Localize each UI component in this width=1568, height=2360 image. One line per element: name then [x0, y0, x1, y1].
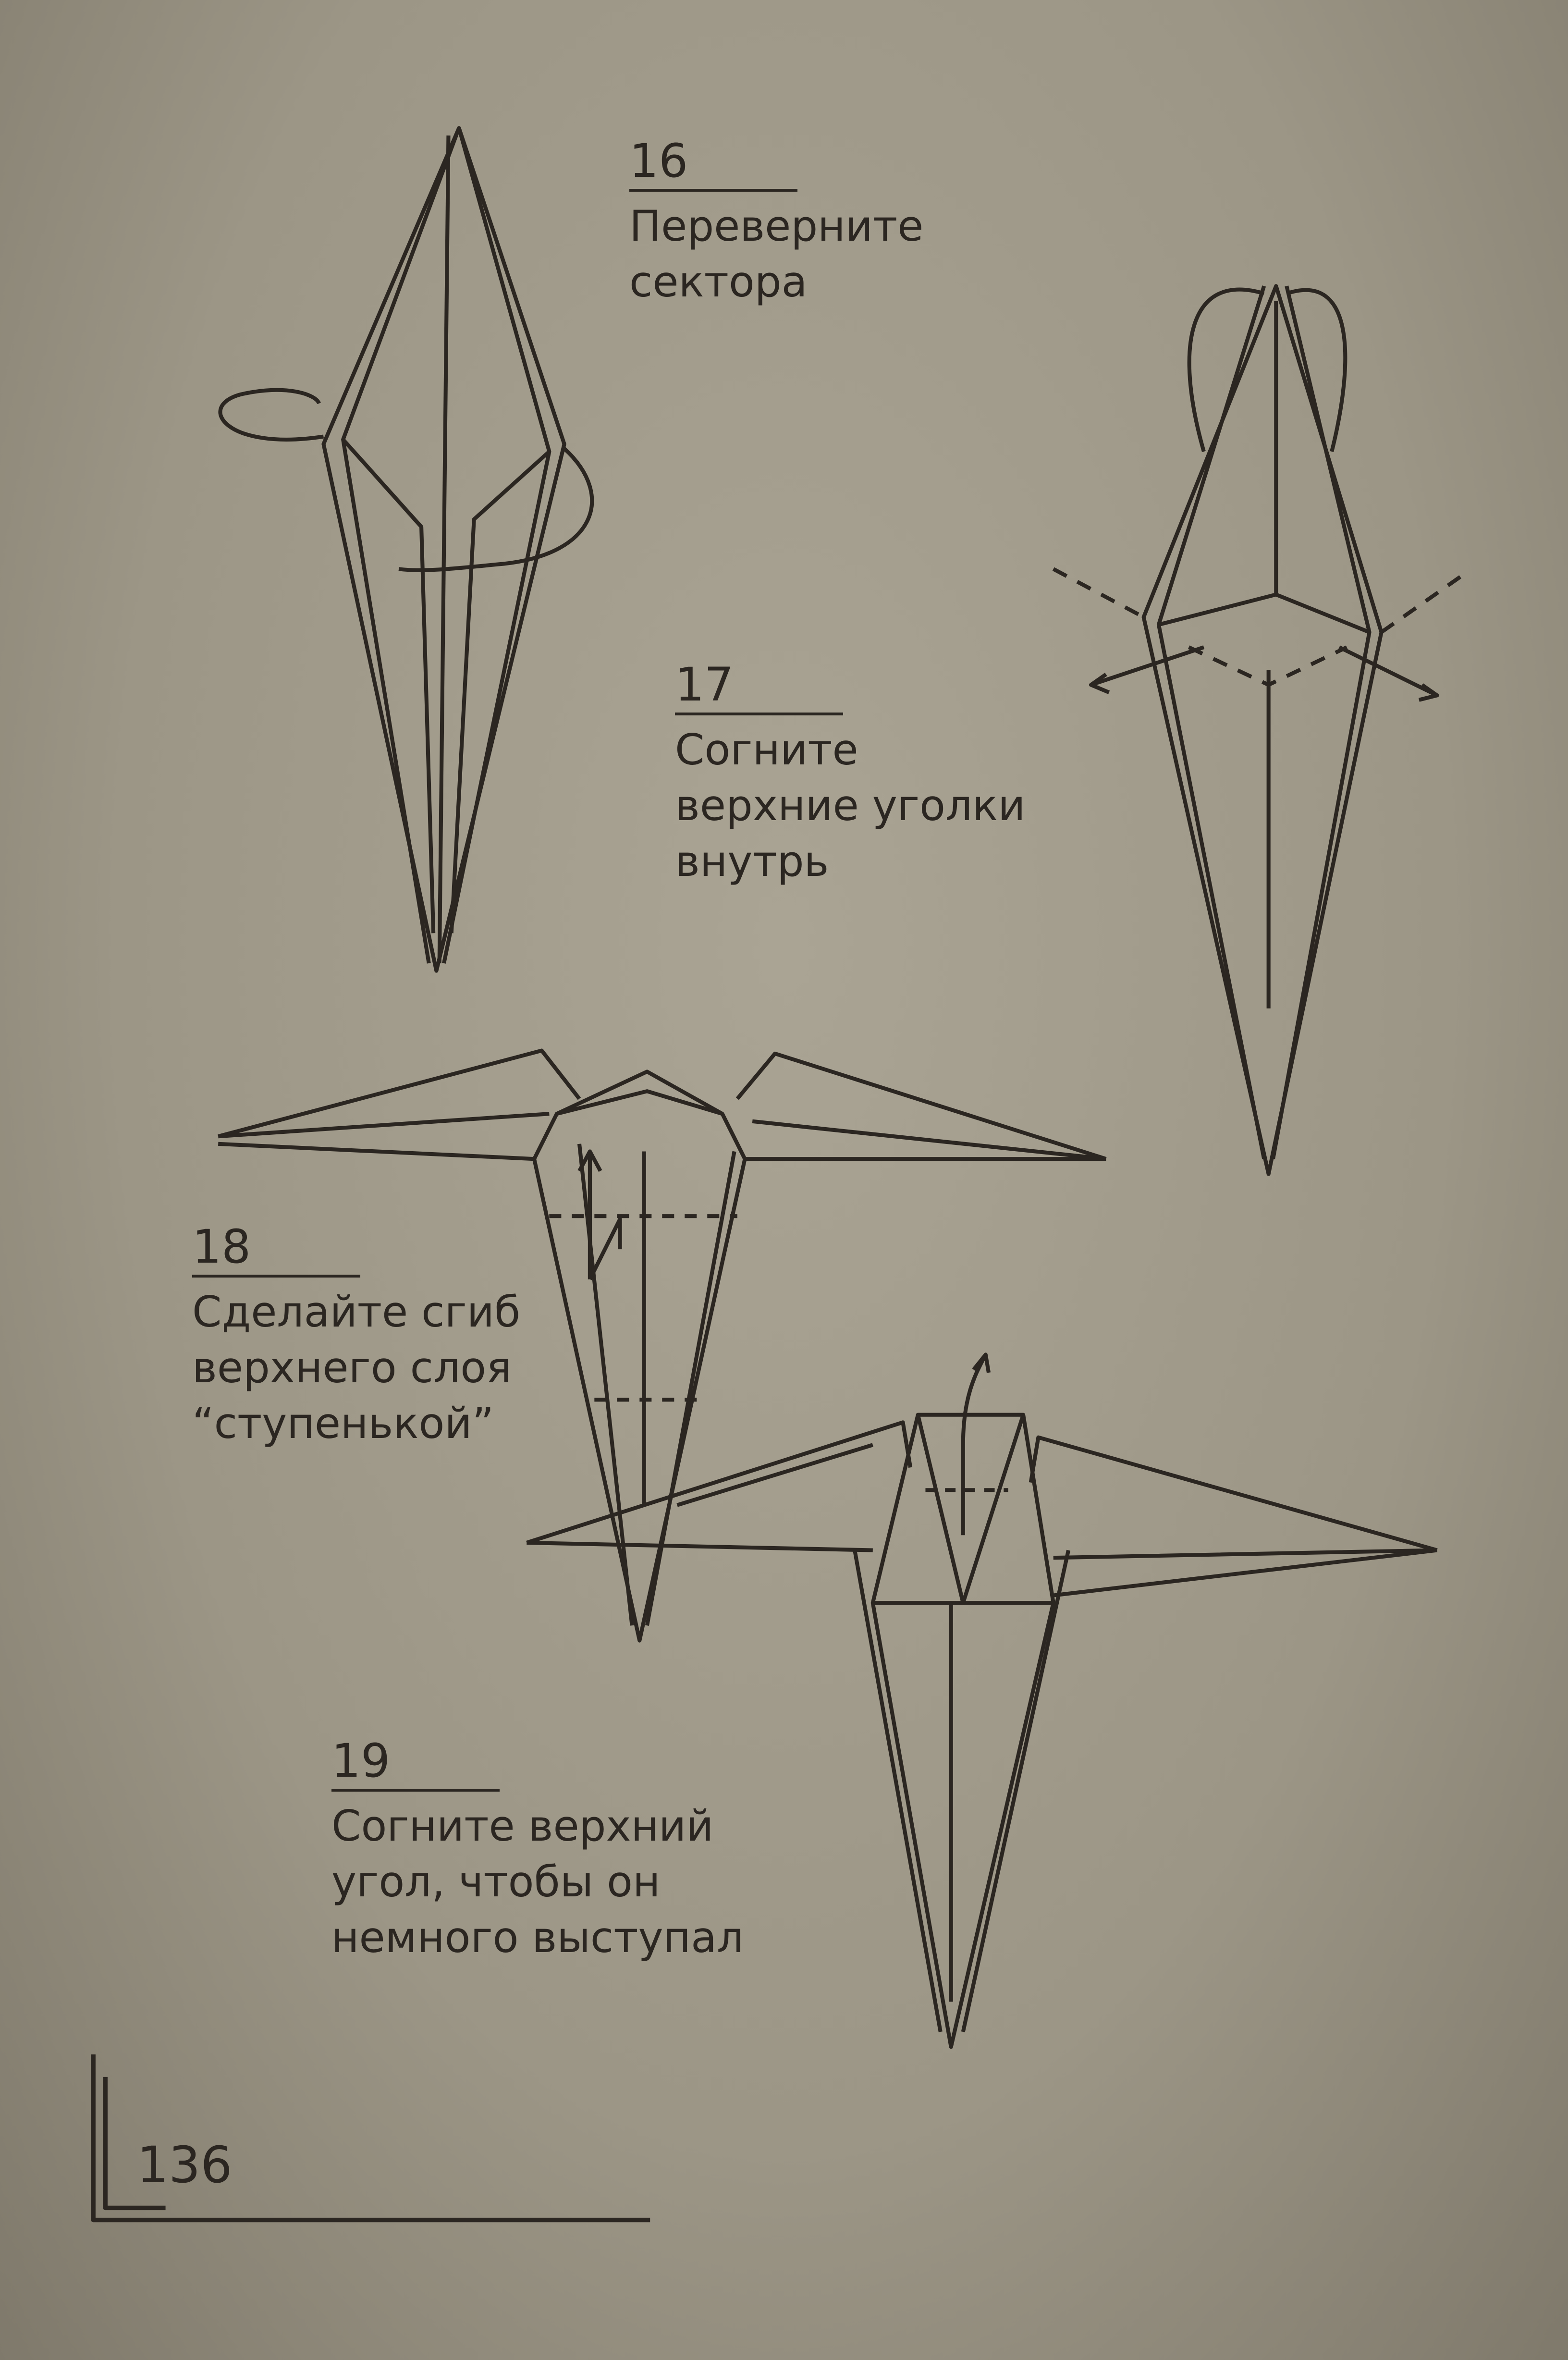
- step-17: 17 Согните верхние уголки внутрь: [675, 661, 1026, 889]
- step-16: 16 Переверните сектора: [629, 137, 923, 310]
- instruction-line: немного выступал: [331, 1913, 744, 1962]
- top-loop-right: [1286, 288, 1348, 452]
- up-arrow: [961, 1352, 991, 1536]
- step-number: 16: [629, 134, 688, 188]
- diagram-step-17: [1052, 284, 1469, 1176]
- step-fold-arrow: [577, 1149, 622, 1280]
- wing-left: [526, 1420, 913, 1552]
- step-18: 18 Сделайте сгиб верхнего слоя “ступеньк…: [192, 1223, 520, 1451]
- divider: [331, 1789, 500, 1792]
- rotation-arrow-left: [218, 388, 324, 442]
- kite-inner-right: [442, 127, 551, 964]
- top-loop-left: [1187, 287, 1265, 453]
- instruction-line: “ступенькой”: [192, 1399, 494, 1448]
- diagram-step-16: [218, 126, 594, 973]
- wing-right: [735, 1051, 1107, 1161]
- step-number: 19: [331, 1734, 391, 1788]
- instruction-line: Согните: [675, 725, 858, 774]
- step-19: 19 Согните верхний угол, чтобы он немног…: [331, 1737, 744, 1966]
- kite-outline: [321, 126, 566, 973]
- instruction-line: верхнего слоя: [192, 1343, 512, 1392]
- fold-dash: [1052, 567, 1469, 687]
- page-corner-mark: [91, 2054, 650, 2223]
- step-number: 18: [192, 1220, 251, 1274]
- arrow-right: [1338, 645, 1439, 702]
- flap-right: [449, 450, 551, 934]
- body: [532, 1069, 747, 1643]
- instruction-line: Переверните: [629, 201, 924, 251]
- instruction-line: угол, чтобы он: [331, 1857, 661, 1906]
- instruction-line: верхние уголки: [675, 781, 1026, 830]
- step-number: 17: [675, 658, 734, 712]
- page-number: 136: [137, 2136, 233, 2194]
- rotation-arrow-right: [398, 447, 594, 572]
- diagram-step-19: [526, 1352, 1438, 2049]
- instruction-line: внутрь: [675, 836, 829, 886]
- instruction-line: Сделайте сгиб: [192, 1287, 521, 1337]
- divider: [675, 713, 843, 715]
- kite-outline: [1141, 284, 1384, 1176]
- wing-right: [1029, 1435, 1438, 1598]
- divider: [629, 189, 797, 192]
- instruction-line: сектора: [629, 257, 808, 307]
- instruction-line: Согните верхний: [331, 1801, 714, 1851]
- divider: [192, 1275, 360, 1278]
- arrow-left: [1089, 645, 1205, 694]
- center-line: [437, 135, 451, 963]
- flap-left: [342, 438, 436, 934]
- wing-left: [218, 1048, 581, 1161]
